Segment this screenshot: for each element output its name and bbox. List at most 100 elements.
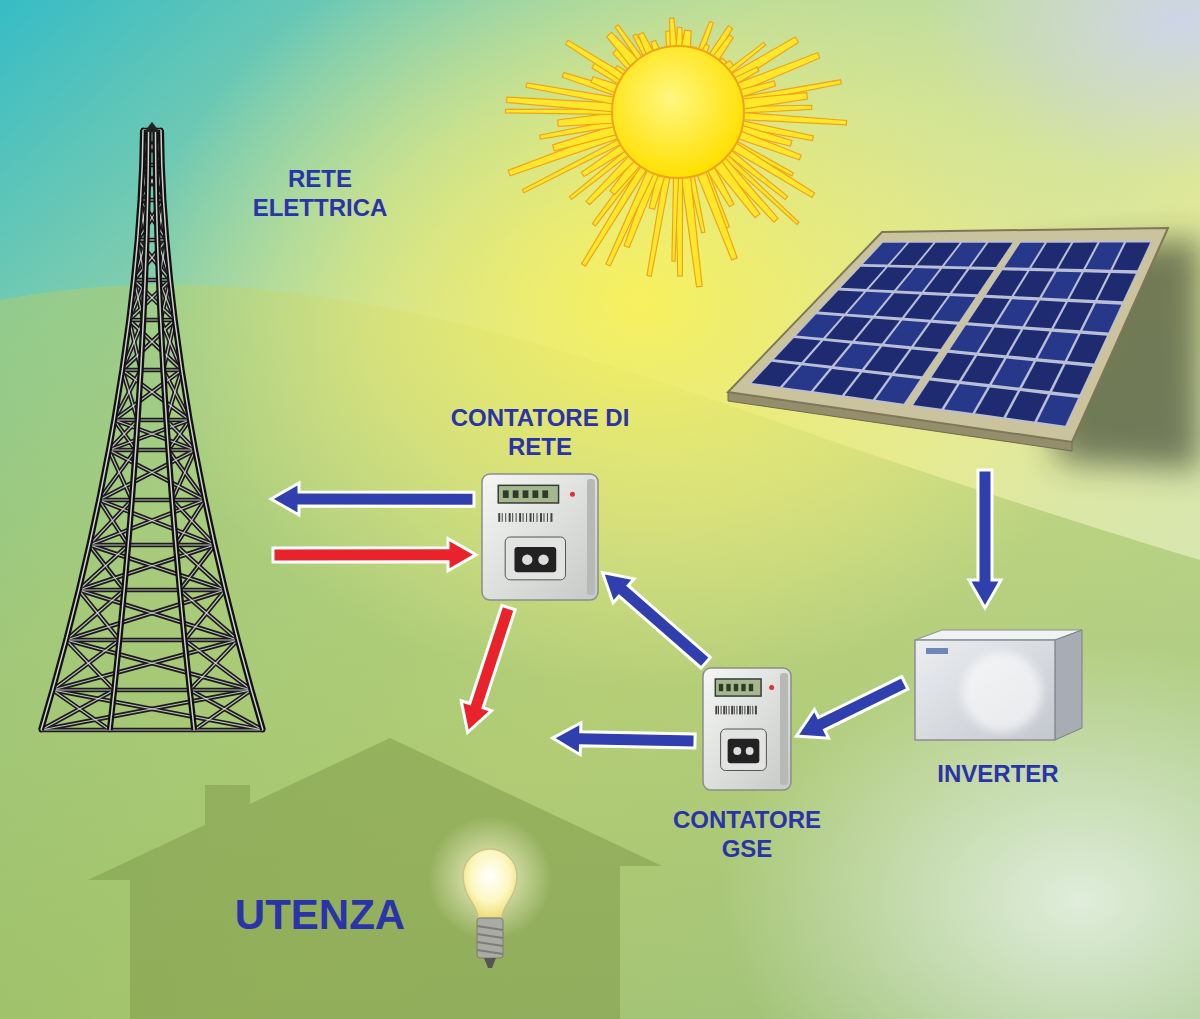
pylon-highlight	[172, 450, 195, 500]
solar-cell	[1082, 303, 1121, 332]
pylon-strut	[114, 370, 181, 420]
bulb-glass	[463, 849, 517, 918]
barcode-bar	[537, 513, 538, 522]
barcode-bar	[516, 513, 517, 522]
pylon-highlight	[109, 450, 132, 500]
sun-ray	[672, 168, 679, 261]
pylon-highlight	[66, 590, 225, 640]
pylon-strut	[109, 448, 195, 453]
pylon-highlight	[114, 420, 195, 450]
pylon-highlight	[89, 544, 214, 545]
pylon-leg	[41, 130, 143, 730]
display-digit	[542, 490, 548, 498]
display-digit	[503, 490, 509, 498]
pylon-highlight	[99, 500, 215, 545]
barcode-bar	[747, 706, 749, 715]
display-digit	[726, 684, 730, 691]
pylon-highlight	[53, 689, 252, 690]
pylon-highlight	[99, 499, 205, 500]
barcode-bar	[502, 513, 503, 522]
socket-hole	[746, 747, 754, 755]
pylon-highlight	[53, 690, 263, 730]
display-digit	[734, 684, 738, 691]
pylon-highlight	[114, 420, 135, 450]
pylon-highlight	[122, 369, 181, 370]
inverter-top	[915, 630, 1082, 640]
meter-led	[769, 685, 774, 690]
barcode-bar	[550, 513, 552, 522]
node-label: UTENZA	[200, 890, 440, 940]
barcode-bar	[729, 706, 730, 715]
barcode-bar	[505, 513, 506, 522]
flow-arrow	[273, 539, 476, 571]
node-label: CONTATORE GSE	[657, 806, 837, 864]
pylon-highlight	[109, 450, 205, 500]
solar-cell	[1052, 364, 1092, 394]
pylon-strut	[141, 198, 164, 203]
barcode-bar	[509, 513, 511, 522]
sun-disc	[612, 46, 744, 178]
pylon-highlight	[99, 450, 195, 500]
grid-meter-drawing	[482, 474, 598, 600]
pylon-highlight	[66, 640, 251, 690]
socket-face	[514, 547, 556, 572]
pylon-strut	[89, 500, 205, 545]
pylon-highlight	[99, 500, 128, 545]
pylon-strut	[41, 690, 251, 730]
barcode-bar	[734, 706, 735, 715]
pylon-highlight	[190, 640, 238, 690]
barcode-bar	[498, 513, 500, 522]
inverter-drawing	[915, 630, 1082, 740]
pylon-highlight	[66, 640, 114, 690]
meter-socket	[505, 537, 565, 580]
flow-arrow	[796, 677, 908, 739]
pylon-strut	[99, 500, 215, 545]
pylon-highlight	[53, 690, 110, 730]
pylon-highlight	[89, 500, 205, 545]
barcode-bar	[736, 706, 737, 715]
solar-cell	[876, 376, 921, 404]
gse-meter: CONTATORE GSE	[703, 668, 791, 790]
pylon-highlight	[109, 449, 195, 450]
barcode-bar	[731, 706, 733, 715]
flow-arrow	[553, 723, 696, 755]
barcode-bar	[721, 706, 722, 715]
pylon-highlight	[122, 370, 189, 420]
pylon-leg	[161, 130, 263, 730]
solar-cell	[1037, 395, 1078, 426]
pylon-strut	[53, 688, 252, 693]
grid-meter: CONTATORE DI RETE	[482, 474, 598, 600]
barcode-bar	[530, 513, 532, 522]
grid-pylon: RETE ELETTRICA	[40, 125, 265, 735]
pylon-highlight	[41, 690, 251, 730]
barcode-bar	[519, 513, 521, 522]
meter-display	[715, 679, 761, 696]
meter-body	[482, 474, 598, 600]
pylon-highlight	[129, 319, 175, 320]
socket-hole	[538, 554, 548, 564]
node-label: CONTATORE DI RETE	[445, 404, 635, 462]
house-silhouette	[88, 738, 662, 1019]
pylon-strut	[53, 640, 238, 690]
flow-arrow	[461, 605, 515, 732]
solar-cell	[933, 296, 976, 322]
display-digit	[523, 490, 529, 498]
inverter-box: INVERTER	[912, 628, 1084, 742]
pylon-highlight	[134, 279, 170, 280]
barcode-bar	[723, 706, 725, 715]
barcode-bar	[526, 513, 527, 522]
barcode-bar	[755, 706, 757, 715]
bulb-base	[477, 918, 503, 958]
pylon-highlight	[194, 690, 251, 730]
flow-arrow	[603, 572, 711, 668]
socket-hole	[733, 747, 741, 755]
solar-cell	[1067, 334, 1107, 364]
artwork	[41, 18, 1200, 790]
flow-arrow	[271, 483, 474, 515]
pylon-strut	[66, 638, 238, 643]
pylon-leg	[155, 130, 194, 730]
inverter-logo	[926, 648, 948, 654]
barcode-bar	[742, 706, 743, 715]
pylon-highlight	[141, 199, 164, 200]
